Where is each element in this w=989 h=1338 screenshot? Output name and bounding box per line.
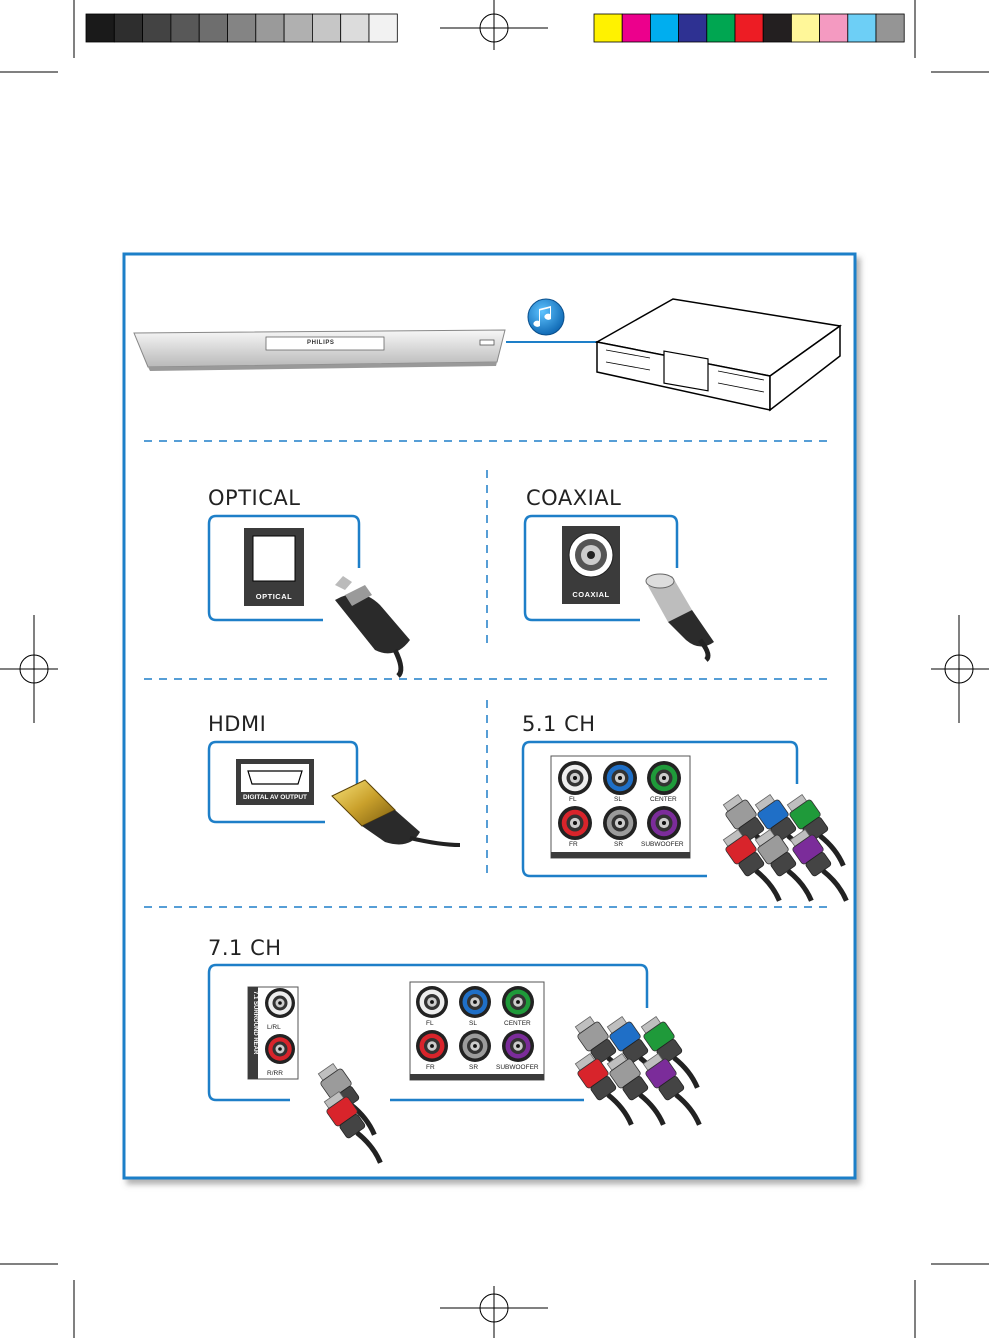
jack-label-sl-71: SL bbox=[469, 1020, 477, 1027]
jack-rrr-71 bbox=[265, 1034, 295, 1064]
jack-center-51 bbox=[647, 761, 681, 795]
rca-plug-rrr-71 bbox=[323, 1091, 383, 1164]
grayscale-swatch bbox=[142, 13, 172, 43]
rca-plug-sr2-51 bbox=[754, 829, 814, 902]
ch51-panel bbox=[521, 740, 849, 902]
color-swatch bbox=[819, 13, 849, 43]
coaxial-port-label: COAXIAL bbox=[572, 590, 610, 599]
rca-plug-fr-71 bbox=[574, 1053, 634, 1126]
jack-label-center-51: CENTER bbox=[650, 796, 677, 803]
grayscale-swatch bbox=[283, 13, 313, 43]
jack-fr-51 bbox=[558, 806, 592, 840]
jack-lrl-71 bbox=[265, 988, 295, 1018]
grayscale-swatch bbox=[85, 13, 115, 43]
section-title-hdmi: HDMI bbox=[208, 712, 267, 736]
grayscale-swatch bbox=[340, 13, 370, 43]
rca-plug-subwoofer-51 bbox=[789, 829, 849, 902]
grayscale-bar bbox=[85, 13, 398, 43]
jack-fl-71 bbox=[416, 986, 448, 1018]
hdmi-cable-plug bbox=[331, 779, 461, 847]
color-swatch bbox=[593, 13, 623, 43]
jack-sr-51 bbox=[603, 806, 637, 840]
jack-subwoofer-51 bbox=[647, 806, 681, 840]
grayscale-swatch bbox=[227, 13, 257, 43]
jack-label-sl-51: SL bbox=[614, 796, 622, 803]
coaxial-panel bbox=[523, 514, 714, 662]
rca-plug-subwoofer-71 bbox=[642, 1053, 702, 1126]
jack-fl-51 bbox=[558, 761, 592, 795]
jack-label-sr-71: SR bbox=[469, 1064, 479, 1071]
color-bar bbox=[593, 13, 905, 43]
jack-label-fr-71: FR bbox=[426, 1064, 435, 1071]
jack-sl-51 bbox=[603, 761, 637, 795]
optical-port-label: OPTICAL bbox=[255, 592, 293, 601]
rca-plug-fr-51 bbox=[722, 829, 782, 902]
av-receiver bbox=[594, 298, 842, 412]
jack-sl-71 bbox=[459, 986, 491, 1018]
rca-plug-cluster-51 bbox=[722, 794, 849, 902]
color-swatch bbox=[875, 13, 905, 43]
surround-rear-label: 7.1 SURROUND REAR bbox=[252, 991, 258, 1055]
color-swatch bbox=[762, 13, 792, 43]
color-swatch bbox=[650, 13, 680, 43]
coaxial-cable-plug bbox=[645, 573, 714, 662]
jack-label-subwoofer-71: SUBWOOFER bbox=[496, 1064, 539, 1071]
grayscale-swatch bbox=[368, 13, 398, 43]
player-brand-label: PHILIPS bbox=[307, 340, 335, 346]
section-title-coaxial: COAXIAL bbox=[526, 486, 622, 510]
color-swatch bbox=[847, 13, 877, 43]
grayscale-swatch bbox=[113, 13, 144, 43]
rca-plug-pair-71 bbox=[317, 1063, 383, 1164]
jack-label-rrr-71: R/RR bbox=[267, 1070, 283, 1077]
music-note-icon bbox=[527, 298, 565, 336]
jack-label-fl-71: FL bbox=[426, 1020, 434, 1027]
color-swatch bbox=[734, 13, 764, 43]
section-title-51ch: 5.1 CH bbox=[522, 712, 596, 736]
grayscale-swatch bbox=[255, 13, 285, 43]
color-swatch bbox=[791, 13, 821, 43]
jack-label-fl-51: FL bbox=[569, 796, 577, 803]
jack-label-subwoofer-51: SUBWOOFER bbox=[641, 841, 684, 848]
rca-plug-sr-71 bbox=[606, 1053, 666, 1126]
color-swatch bbox=[621, 13, 651, 43]
jack-label-sr-51: SR bbox=[614, 841, 624, 848]
grayscale-swatch bbox=[198, 13, 228, 43]
jack-label-fr-51: FR bbox=[569, 841, 578, 848]
blu-ray-player bbox=[133, 329, 506, 371]
ch71-panel bbox=[207, 963, 702, 1164]
section-title-optical: OPTICAL bbox=[208, 486, 301, 510]
jack-label-center-71: CENTER bbox=[504, 1020, 531, 1027]
section-title-71ch: 7.1 CH bbox=[208, 936, 282, 960]
hdmi-panel bbox=[207, 740, 461, 847]
jack-fr-71 bbox=[416, 1030, 448, 1062]
optical-cable-plug bbox=[335, 576, 410, 678]
grayscale-swatch bbox=[311, 13, 342, 43]
jack-label-lrl-71: L/RL bbox=[267, 1024, 281, 1031]
section-dividers bbox=[144, 440, 833, 908]
optical-panel bbox=[207, 514, 410, 678]
rca-plug-center-71 bbox=[640, 1016, 700, 1089]
jack-sr-71 bbox=[459, 1030, 491, 1062]
color-swatch bbox=[706, 13, 736, 43]
hdmi-port-label: DIGITAL AV OUTPUT bbox=[242, 794, 308, 801]
jack-subwoofer-71 bbox=[502, 1030, 534, 1062]
jack-center-71 bbox=[502, 986, 534, 1018]
rca-plug-cluster-71 bbox=[574, 1016, 702, 1126]
